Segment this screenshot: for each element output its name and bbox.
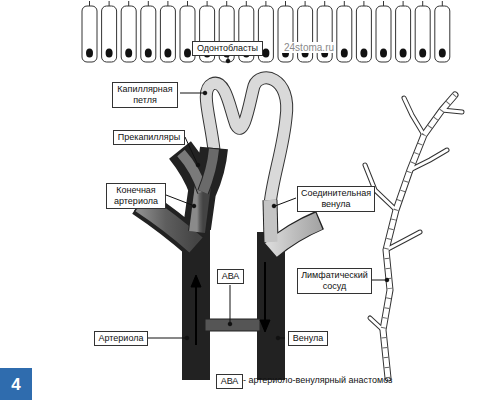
odontoblast-cell xyxy=(415,6,430,62)
odontoblast-process xyxy=(383,1,384,6)
odontoblast-process xyxy=(363,1,364,6)
cell-label: Одонтобласты xyxy=(192,41,263,56)
flow-arrows xyxy=(191,262,270,345)
odontoblast-process xyxy=(226,1,227,6)
label-text: Конечная артериола xyxy=(110,185,162,207)
odontoblast-process xyxy=(187,1,188,6)
odontoblast-row xyxy=(82,1,450,62)
callout-box: Лимфатический сосуд xyxy=(297,268,372,294)
cell-nucleus xyxy=(439,49,446,58)
odontoblast-cell xyxy=(141,6,156,62)
odontoblast-cell xyxy=(298,6,313,62)
figure-number: 4 xyxy=(0,368,32,400)
cell-nucleus xyxy=(380,49,387,58)
lymphatic-vessel xyxy=(365,95,462,378)
odontoblast-process xyxy=(89,1,90,6)
label-text: Одонтобласты xyxy=(196,43,259,54)
callout-box: Артериола xyxy=(94,331,148,346)
callout-box: Капиллярная петля xyxy=(112,82,178,108)
odontoblast-cell xyxy=(102,6,117,62)
odontoblast-process xyxy=(285,1,286,6)
odontoblast-cell xyxy=(396,6,411,62)
odontoblast-process xyxy=(422,1,423,6)
legend-key-box: АВА xyxy=(216,374,243,389)
cell-nucleus xyxy=(419,49,426,58)
label-text: АВА xyxy=(221,271,240,282)
odontoblast-process xyxy=(246,1,247,6)
cell-nucleus xyxy=(184,49,191,58)
callout-box: Конечная артериола xyxy=(106,183,166,209)
odontoblast-process xyxy=(324,1,325,6)
label-text: АВА xyxy=(220,376,239,387)
odontoblast-cell xyxy=(337,6,352,62)
cell-nucleus xyxy=(125,49,132,58)
odontoblast-cell xyxy=(356,6,371,62)
odontoblast-process xyxy=(305,1,306,6)
legend-text: - артериоло-венулярный анастомоз xyxy=(243,375,392,386)
odontoblast-process xyxy=(167,1,168,6)
cell-nucleus xyxy=(145,49,152,58)
odontoblast-process xyxy=(403,1,404,6)
odontoblast-process xyxy=(207,1,208,6)
odontoblast-cell xyxy=(435,6,450,62)
callout-box: Прекапилляры xyxy=(113,130,185,145)
callout-box: Соединительная венула xyxy=(297,186,375,212)
odontoblast-process xyxy=(128,1,129,6)
odontoblast-process xyxy=(442,1,443,6)
odontoblast-cell xyxy=(376,6,391,62)
cell-nucleus xyxy=(400,49,407,58)
label-text: Лимфатический сосуд xyxy=(301,270,368,292)
cell-nucleus xyxy=(86,49,93,58)
callout-box: Венула xyxy=(288,331,328,346)
odontoblast-cell xyxy=(121,6,136,62)
odontoblast-cell xyxy=(82,6,97,62)
label-text: 4 xyxy=(11,379,20,390)
cell-nucleus xyxy=(106,49,113,58)
cell-nucleus xyxy=(262,49,269,58)
odontoblast-process xyxy=(265,1,266,6)
label-text: Венула xyxy=(292,333,324,344)
cell-nucleus xyxy=(360,49,367,58)
odontoblast-cell xyxy=(160,6,175,62)
odontoblast-cell xyxy=(278,6,293,62)
odontoblast-process xyxy=(344,1,345,6)
odontoblast-process xyxy=(109,1,110,6)
cell-nucleus xyxy=(341,49,348,58)
odontoblast-process xyxy=(148,1,149,6)
cell-nucleus xyxy=(164,49,171,58)
arteriovenular-anastomosis xyxy=(205,319,260,331)
label-text: Соединительная венула xyxy=(301,188,371,210)
leader-lines xyxy=(148,53,389,340)
watermark: 24stoma.ru xyxy=(282,42,336,53)
label-text: Артериола xyxy=(98,333,144,344)
label-text: Прекапилляры xyxy=(117,132,181,143)
callout-box: АВА xyxy=(217,269,244,284)
label-text: Капиллярная петля xyxy=(116,84,174,106)
odontoblast-cell xyxy=(317,6,332,62)
